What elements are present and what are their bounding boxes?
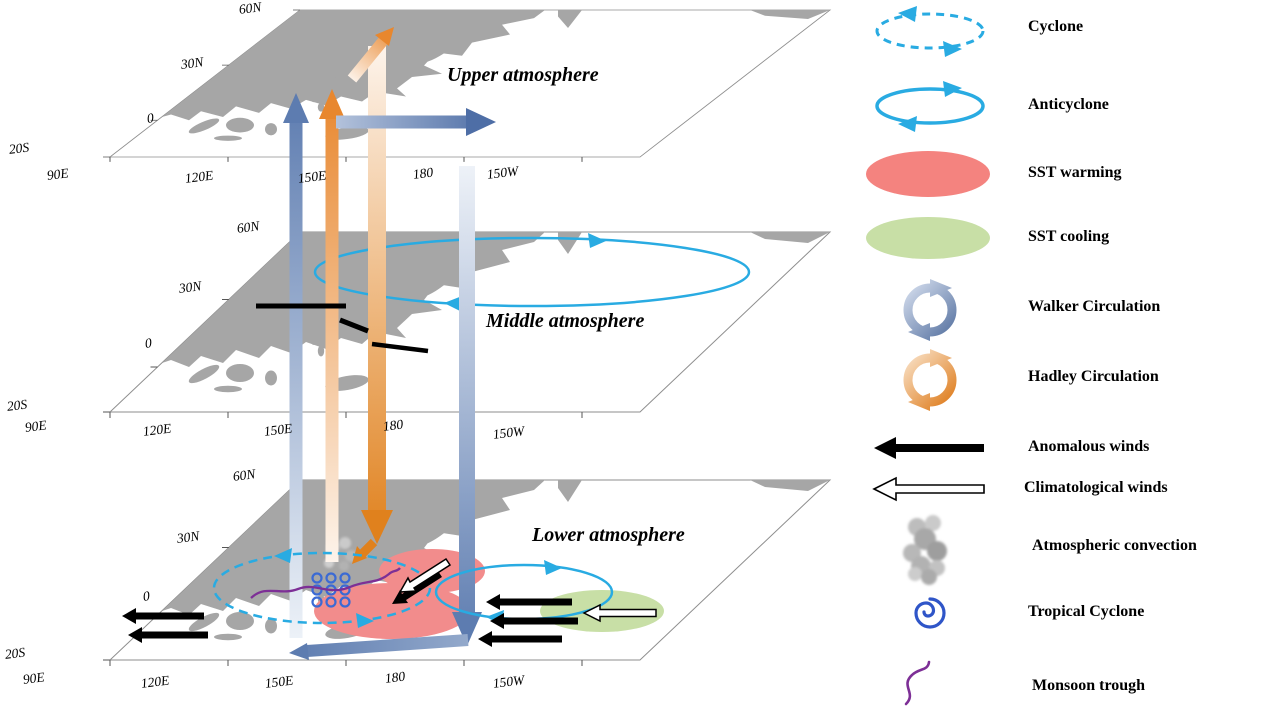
hadley-updraft-arrow — [319, 89, 345, 562]
middle-lon-label: 180 — [382, 416, 404, 434]
legend-label-anticyclone: Anticyclone — [1028, 96, 1109, 113]
legend-label-cyclone: Cyclone — [1028, 18, 1084, 35]
lower-lat-label: 20S — [4, 644, 26, 662]
middle-anomalous-wind-bars — [256, 303, 429, 354]
sst-warming-ellipse — [314, 583, 470, 639]
sst-warming-icon — [866, 151, 990, 197]
climatological-wind-arrow — [582, 603, 657, 623]
legend-label-tropical-cyclone: Tropical Cyclone — [1028, 603, 1145, 620]
anticyclone-arrowhead — [444, 296, 462, 311]
climatological-wind-arrow — [398, 557, 452, 593]
hadley-poleward-arrow — [347, 27, 394, 83]
lower-climatological-wind-arrows — [398, 557, 657, 623]
legend-label-anomalous-winds: Anomalous winds — [1028, 438, 1150, 455]
anomalous-wind-arrow — [128, 627, 208, 643]
legend-icons — [866, 6, 990, 706]
anomalous-wind-arrow — [392, 571, 442, 604]
sst-cooling-icon — [866, 217, 990, 259]
cyclone-icon — [875, 6, 985, 57]
lower-westward-return-arrow — [289, 634, 469, 660]
arrowhead-up — [319, 89, 345, 119]
arrowhead-right — [466, 108, 496, 136]
anticyclone-icon — [875, 81, 985, 132]
arrowhead-down — [452, 612, 482, 646]
atmospheric-convection-icon — [903, 515, 947, 585]
upper-eastward-flow-arrow — [336, 108, 496, 136]
lower-lat-label: 0 — [142, 588, 151, 604]
tropical-cyclone-icon — [914, 597, 946, 629]
middle-anticyclone-ellipse — [313, 236, 751, 308]
legend-label-climatological-winds: Climatological winds — [1024, 479, 1168, 496]
legend-label-monsoon-trough: Monsoon trough — [1032, 677, 1146, 694]
middle-lon-label: 90E — [24, 417, 48, 435]
climatological-winds-icon — [872, 476, 985, 502]
tropical-cyclone-markers — [311, 572, 351, 608]
middle-anticyclone — [313, 233, 751, 311]
anomalous-winds-icon — [874, 437, 984, 459]
walker-updraft-arrow — [283, 93, 309, 638]
upper-lon-label: 90E — [46, 165, 70, 183]
arrowhead-down — [361, 510, 393, 544]
middle-lat-label: 30N — [178, 278, 203, 296]
legend-label-sst-cooling: SST cooling — [1028, 228, 1110, 245]
anticyclone-arrowhead — [544, 560, 562, 575]
lower-lon-label: 90E — [22, 669, 46, 687]
hadley-circulation-icon — [903, 349, 957, 411]
lower-cyclone — [212, 548, 432, 628]
upper-atmosphere-title: Upper atmosphere — [447, 64, 599, 86]
lower-lon-label: 180 — [384, 668, 406, 686]
middle-atmosphere-title: Middle atmosphere — [486, 310, 645, 332]
arrowhead-northeast — [375, 27, 394, 46]
monsoon-trough-line — [250, 567, 401, 599]
anomalous-wind-arrow — [486, 594, 572, 610]
arrowhead-up — [283, 93, 309, 123]
arrowhead-left — [289, 643, 309, 660]
middle-lat-label: 60N — [236, 218, 261, 236]
anomalous-wind-arrow — [122, 608, 204, 624]
legend-label-hadley-circulation: Hadley Circulation — [1028, 368, 1159, 385]
anomalous-wind-arrow — [478, 631, 562, 647]
middle-lat-label: 20S — [6, 396, 28, 414]
upper-lon-label: 180 — [412, 164, 434, 182]
anticyclone-arrowhead — [588, 233, 606, 248]
upper-lat-label: 20S — [8, 139, 30, 157]
cyclone-arrowhead — [274, 548, 292, 563]
lower-atmosphere-title: Lower atmosphere — [532, 524, 685, 546]
lower-lat-label: 60N — [232, 466, 257, 484]
upper-lat-label: 0 — [146, 110, 155, 126]
walker-circulation-icon — [903, 279, 957, 341]
lower-anomalous-wind-arrows — [122, 571, 578, 647]
anomalous-wind-bar — [339, 317, 369, 334]
legend-label-sst-warming: SST warming — [1028, 164, 1122, 181]
upper-lat-label: 30N — [180, 54, 205, 72]
monsoon-trough-icon — [904, 660, 931, 706]
lower-lat-label: 30N — [176, 528, 201, 546]
walker-downdraft-arrow — [452, 166, 482, 646]
anomalous-wind-bar — [371, 341, 429, 354]
upper-lat-label: 60N — [238, 0, 263, 17]
cyclone-arrowhead — [356, 613, 374, 628]
anomalous-wind-arrow — [490, 613, 578, 629]
legend-label-atmospheric-convection: Atmospheric convection — [1032, 537, 1197, 554]
lower-cyclone-ellipse — [212, 551, 432, 625]
middle-lat-label: 0 — [144, 335, 153, 351]
legend-label-walker-circulation: Walker Circulation — [1028, 298, 1161, 315]
